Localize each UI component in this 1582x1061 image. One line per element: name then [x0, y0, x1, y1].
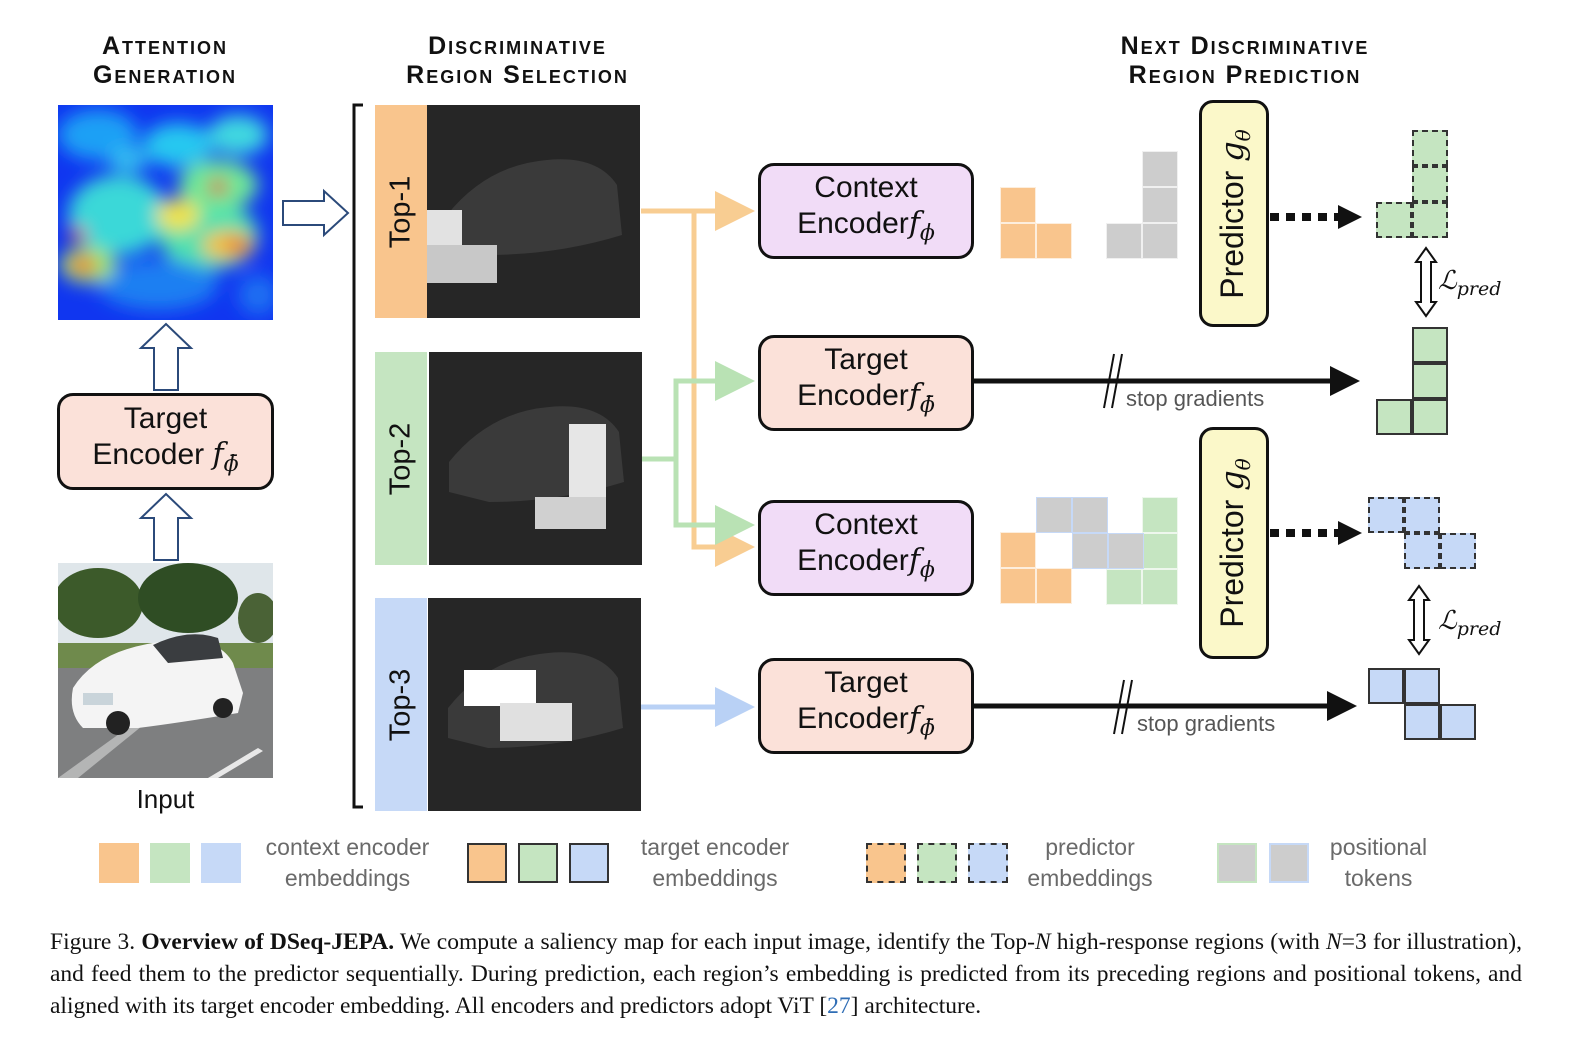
figure-caption: Figure 3. Overview of DSeq-JEPA. We comp…	[50, 926, 1522, 1022]
arrow-up-hollow-icon	[138, 322, 194, 391]
masked-car-graphic	[427, 105, 640, 318]
loss-subscript: pred	[1456, 278, 1502, 301]
title-line: Generation	[92, 61, 238, 89]
legend-line: context encoder	[265, 834, 430, 860]
box-label: Context	[814, 171, 918, 204]
context-encoder-box-1: Context Encoderfϕ	[758, 163, 974, 259]
loss-double-arrow-2	[1407, 584, 1431, 656]
legend-line: positional	[1329, 834, 1428, 860]
arrow-green-to-context-2	[673, 459, 755, 545]
box-label: Encoder	[797, 702, 909, 735]
box-label: Context	[814, 508, 918, 541]
loss-label-1: ℒpred	[1438, 266, 1501, 300]
encoder-symbol: fϕ̄	[212, 436, 239, 477]
region-image-top-1	[427, 105, 640, 318]
section-title-region-selection: Discriminative Region Selection	[345, 32, 690, 90]
heatmap-graphic	[58, 105, 273, 320]
title-line: Discriminative	[428, 32, 607, 60]
legend-line: tokens	[1344, 865, 1413, 891]
encoder-symbol: fϕ̄	[908, 378, 935, 418]
masked-car-graphic	[428, 598, 641, 811]
box-label-row: Encoderfϕ	[797, 543, 935, 589]
caption-text: =3 for illustration), and feed them to t…	[50, 929, 1522, 1019]
masked-car-graphic	[429, 352, 642, 565]
predictor-label: Predictor gθ	[1212, 458, 1256, 628]
caption-text: high-response regions (with	[1050, 929, 1326, 955]
attention-heatmap	[58, 105, 273, 320]
input-image	[58, 563, 273, 778]
context-encoder-box-2: Context Encoderfϕ	[758, 500, 974, 596]
loss-label-2: ℒpred	[1438, 606, 1501, 640]
legend-label-predictor: predictor embeddings	[1010, 832, 1170, 894]
stop-gradients-label-1: stop gradients	[1126, 386, 1265, 411]
predictor-box-2: Predictor gθ	[1199, 427, 1269, 659]
caption-prefix: Figure 3.	[50, 929, 136, 955]
box-label: Target	[123, 401, 208, 435]
predictor-box-1: Predictor gθ	[1199, 100, 1269, 327]
legend-label-positional: positional tokens	[1316, 832, 1441, 894]
box-label: Target	[824, 343, 908, 376]
title-line: Region Prediction	[1128, 61, 1362, 89]
arrow-up-hollow-icon	[138, 492, 194, 561]
target-encoder-box-2: Target Encoderfϕ̄	[758, 658, 974, 754]
predictor-label: Predictor gθ	[1212, 128, 1256, 299]
arrowhead	[1338, 205, 1362, 229]
legend-label-target: target encoder embeddings	[620, 832, 810, 894]
legend-line: target encoder	[640, 834, 790, 860]
legend-line: embeddings	[1027, 865, 1153, 891]
box-label: Target	[824, 666, 908, 699]
region-image-top-2	[429, 352, 642, 565]
legend-label-context: context encoder embeddings	[250, 832, 445, 894]
arrowhead	[1338, 521, 1362, 545]
legend-line: embeddings	[284, 865, 411, 891]
citation-link[interactable]: 27	[827, 993, 851, 1019]
box-label-row: Encoderfϕ̄	[797, 701, 935, 747]
caption-math: N	[1034, 929, 1051, 955]
caption-title: Overview of DSeq-JEPA.	[141, 929, 395, 955]
stop-gradient-mark-1	[1103, 353, 1123, 409]
region-image-top-3	[428, 598, 641, 811]
box-label-row: Encoder fϕ̄	[92, 437, 238, 483]
title-line: Next Discriminative	[1120, 32, 1370, 60]
encoder-symbol: fϕ̄	[908, 701, 935, 741]
stop-gradient-mark-2	[1113, 679, 1133, 735]
loss-double-arrow-1	[1414, 246, 1438, 318]
box-label-row: Encoderfϕ̄	[797, 378, 935, 424]
caption-text: ] architecture.	[850, 993, 982, 1019]
legend-line: embeddings	[652, 865, 778, 891]
arrow-green-to-target-1	[642, 361, 755, 462]
loss-subscript: pred	[1456, 618, 1502, 641]
legend-line: predictor	[1045, 834, 1135, 860]
box-label: Encoder	[797, 544, 909, 577]
target-encoder-box-left: Target Encoder fϕ̄	[57, 393, 274, 490]
target-encoder-box-1: Target Encoderfϕ̄	[758, 335, 974, 431]
section-title-attention-generation: Attention Generation	[40, 32, 290, 90]
box-label-row: Encoderfϕ	[797, 206, 935, 252]
bracket	[352, 103, 363, 809]
region-bar-top-3: Top-3	[375, 598, 427, 811]
caption-text: We compute a saliency map for each input…	[394, 929, 1035, 955]
loss-symbol: ℒ	[1438, 606, 1457, 636]
box-label: Encoder	[797, 207, 909, 240]
arrow-orange-to-context-2	[691, 211, 755, 567]
loss-symbol: ℒ	[1438, 266, 1457, 296]
box-label: Encoder	[92, 437, 205, 471]
caption-math: N	[1326, 929, 1342, 955]
title-line: Region Selection	[406, 61, 629, 89]
region-bar-top-2: Top-2	[375, 352, 427, 565]
section-title-region-prediction: Next Discriminative Region Prediction	[1040, 32, 1450, 90]
title-line: Attention	[101, 32, 229, 60]
stop-gradients-label-2: stop gradients	[1137, 711, 1276, 736]
encoder-symbol: fϕ	[908, 206, 935, 246]
input-label: Input	[136, 784, 195, 814]
box-label: Encoder	[797, 379, 909, 412]
encoder-symbol: fϕ	[908, 543, 935, 583]
arrow-right-hollow-icon	[282, 188, 350, 238]
region-bar-top-1: Top-1	[375, 105, 427, 318]
car-photo-graphic	[58, 563, 273, 778]
